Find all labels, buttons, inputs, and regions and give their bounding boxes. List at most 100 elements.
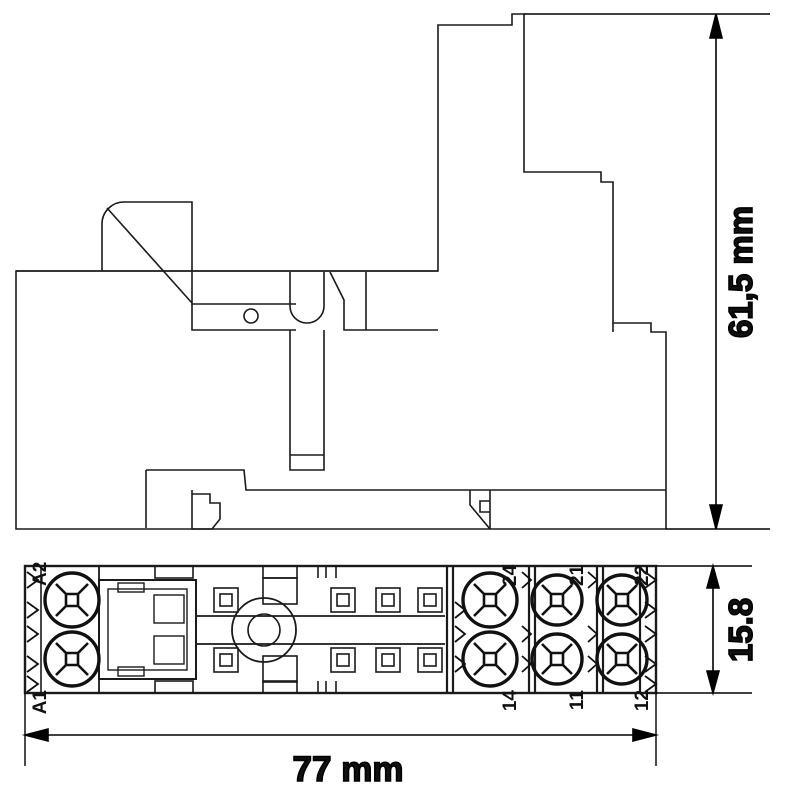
socket-pin bbox=[417, 647, 443, 673]
upper-left-diagonal bbox=[106, 207, 193, 304]
dim-height-arrow-bottom bbox=[708, 504, 724, 530]
wire-entry-marks-right bbox=[454, 571, 658, 693]
terminal-label-12: 12 bbox=[632, 690, 653, 711]
socket-pin bbox=[213, 647, 239, 673]
chevron-icon bbox=[521, 625, 533, 643]
right-terminal-dividers bbox=[445, 566, 642, 693]
socket-pins-lower bbox=[213, 647, 443, 673]
socket-pin-inner bbox=[423, 593, 437, 607]
screw-cross-slot bbox=[473, 583, 507, 617]
chevron-icon bbox=[454, 655, 467, 673]
dimension-width: 77 mm bbox=[21, 693, 660, 790]
screw-head bbox=[595, 632, 649, 686]
screw-terminal-A2[interactable] bbox=[43, 571, 101, 629]
terminal-label-21: 21 bbox=[567, 564, 588, 586]
socket-pin-inner bbox=[219, 593, 233, 607]
chevron-icon bbox=[644, 655, 658, 673]
dim-width-arrow-left bbox=[21, 727, 49, 743]
screw-head bbox=[43, 571, 101, 629]
center-pivot-inner bbox=[247, 613, 281, 647]
socket-pin-inner bbox=[336, 593, 350, 607]
screw-cross-slot bbox=[541, 643, 573, 675]
central-module-inner bbox=[107, 588, 188, 671]
chevron-icon bbox=[26, 655, 40, 673]
notch-top-left bbox=[154, 565, 194, 579]
screw-cross-slot bbox=[606, 643, 638, 675]
dim-depth-arrow-bottom bbox=[705, 670, 721, 697]
dimension-depth-label: 15.8 bbox=[722, 598, 759, 662]
screw-head bbox=[595, 573, 649, 627]
module-tab-bottom bbox=[117, 666, 145, 677]
din-rail-clip-right bbox=[479, 490, 491, 529]
screw-head bbox=[43, 630, 101, 688]
dimension-height-label: 61,5 mm bbox=[722, 206, 759, 338]
central-module-housing bbox=[98, 579, 197, 680]
socket-pin-inner bbox=[423, 653, 437, 667]
terminal-label-14: 14 bbox=[500, 690, 521, 712]
plan-notches bbox=[154, 565, 337, 694]
screw-cross-slot bbox=[541, 584, 573, 616]
screw-terminal-21[interactable] bbox=[530, 573, 584, 627]
socket-pin bbox=[417, 587, 443, 613]
terminal-label-24: 24 bbox=[500, 564, 521, 586]
slot-top bbox=[262, 577, 298, 605]
screw-head bbox=[461, 571, 519, 629]
screw-cross-slot bbox=[473, 642, 507, 676]
socket-pin-inner bbox=[336, 653, 350, 667]
dimension-width-label: 77 mm bbox=[293, 750, 404, 789]
chevron-icon bbox=[587, 655, 599, 673]
wire-entry-marks-left bbox=[26, 571, 40, 693]
dim-height-arrow-top bbox=[708, 13, 724, 39]
side-profile-outline bbox=[15, 13, 667, 530]
socket-pin bbox=[330, 647, 356, 673]
screw-head bbox=[461, 630, 519, 688]
screw-cross-slot bbox=[55, 642, 89, 676]
socket-pin bbox=[375, 587, 401, 613]
terminal-labels: A2 A1 24 14 21 11 22 12 bbox=[30, 562, 653, 715]
dimension-depth: 15.8 bbox=[656, 562, 760, 697]
screw-terminal-14[interactable] bbox=[461, 630, 519, 688]
upper-left-block bbox=[101, 201, 193, 271]
module-contact-b bbox=[153, 635, 185, 665]
din-rail-clip-left bbox=[191, 490, 221, 530]
terminal-label-A1: A1 bbox=[30, 690, 51, 715]
chevron-icon bbox=[644, 601, 658, 619]
chevron-icon bbox=[521, 571, 533, 589]
screw-terminal-24[interactable] bbox=[461, 571, 519, 629]
rail-flange bbox=[146, 469, 666, 491]
screw-terminal-A1[interactable] bbox=[43, 630, 101, 688]
chevron-icon bbox=[454, 601, 467, 619]
screw-terminals bbox=[43, 571, 649, 688]
terminal-label-11: 11 bbox=[567, 690, 588, 711]
socket-pin bbox=[330, 587, 356, 613]
mid-body-ledge bbox=[191, 304, 296, 331]
chevron-icon bbox=[644, 675, 658, 693]
inner-step-right bbox=[329, 271, 438, 331]
terminal-label-22: 22 bbox=[632, 565, 653, 586]
screw-terminal-22[interactable] bbox=[595, 573, 649, 627]
plan-outer-body bbox=[23, 564, 658, 695]
socket-pin bbox=[375, 647, 401, 673]
chevron-icon bbox=[587, 571, 599, 589]
socket-pins-upper bbox=[213, 587, 443, 613]
screw-cross-slot bbox=[606, 584, 638, 616]
screw-head bbox=[530, 632, 584, 686]
chevron-icon bbox=[587, 625, 599, 643]
terminal-plan-view bbox=[23, 564, 658, 695]
screw-terminal-11[interactable] bbox=[530, 632, 584, 686]
screw-terminal-12[interactable] bbox=[595, 632, 649, 686]
chevron-icon bbox=[521, 655, 533, 673]
slot-bottom bbox=[262, 655, 298, 683]
notch-bottom-left bbox=[154, 680, 194, 694]
pivot-hole bbox=[243, 308, 259, 324]
dimension-height: 61,5 mm bbox=[524, 13, 770, 530]
chevron-icon bbox=[26, 571, 40, 589]
notch-bottom-mid bbox=[262, 680, 298, 694]
dim-depth-arrow-top bbox=[705, 562, 721, 589]
chevron-icon bbox=[454, 625, 467, 643]
chevron-icon bbox=[644, 625, 658, 643]
terminal-label-A2: A2 bbox=[30, 562, 51, 586]
upper-left-step bbox=[191, 271, 296, 305]
chevron-icon bbox=[644, 571, 658, 589]
